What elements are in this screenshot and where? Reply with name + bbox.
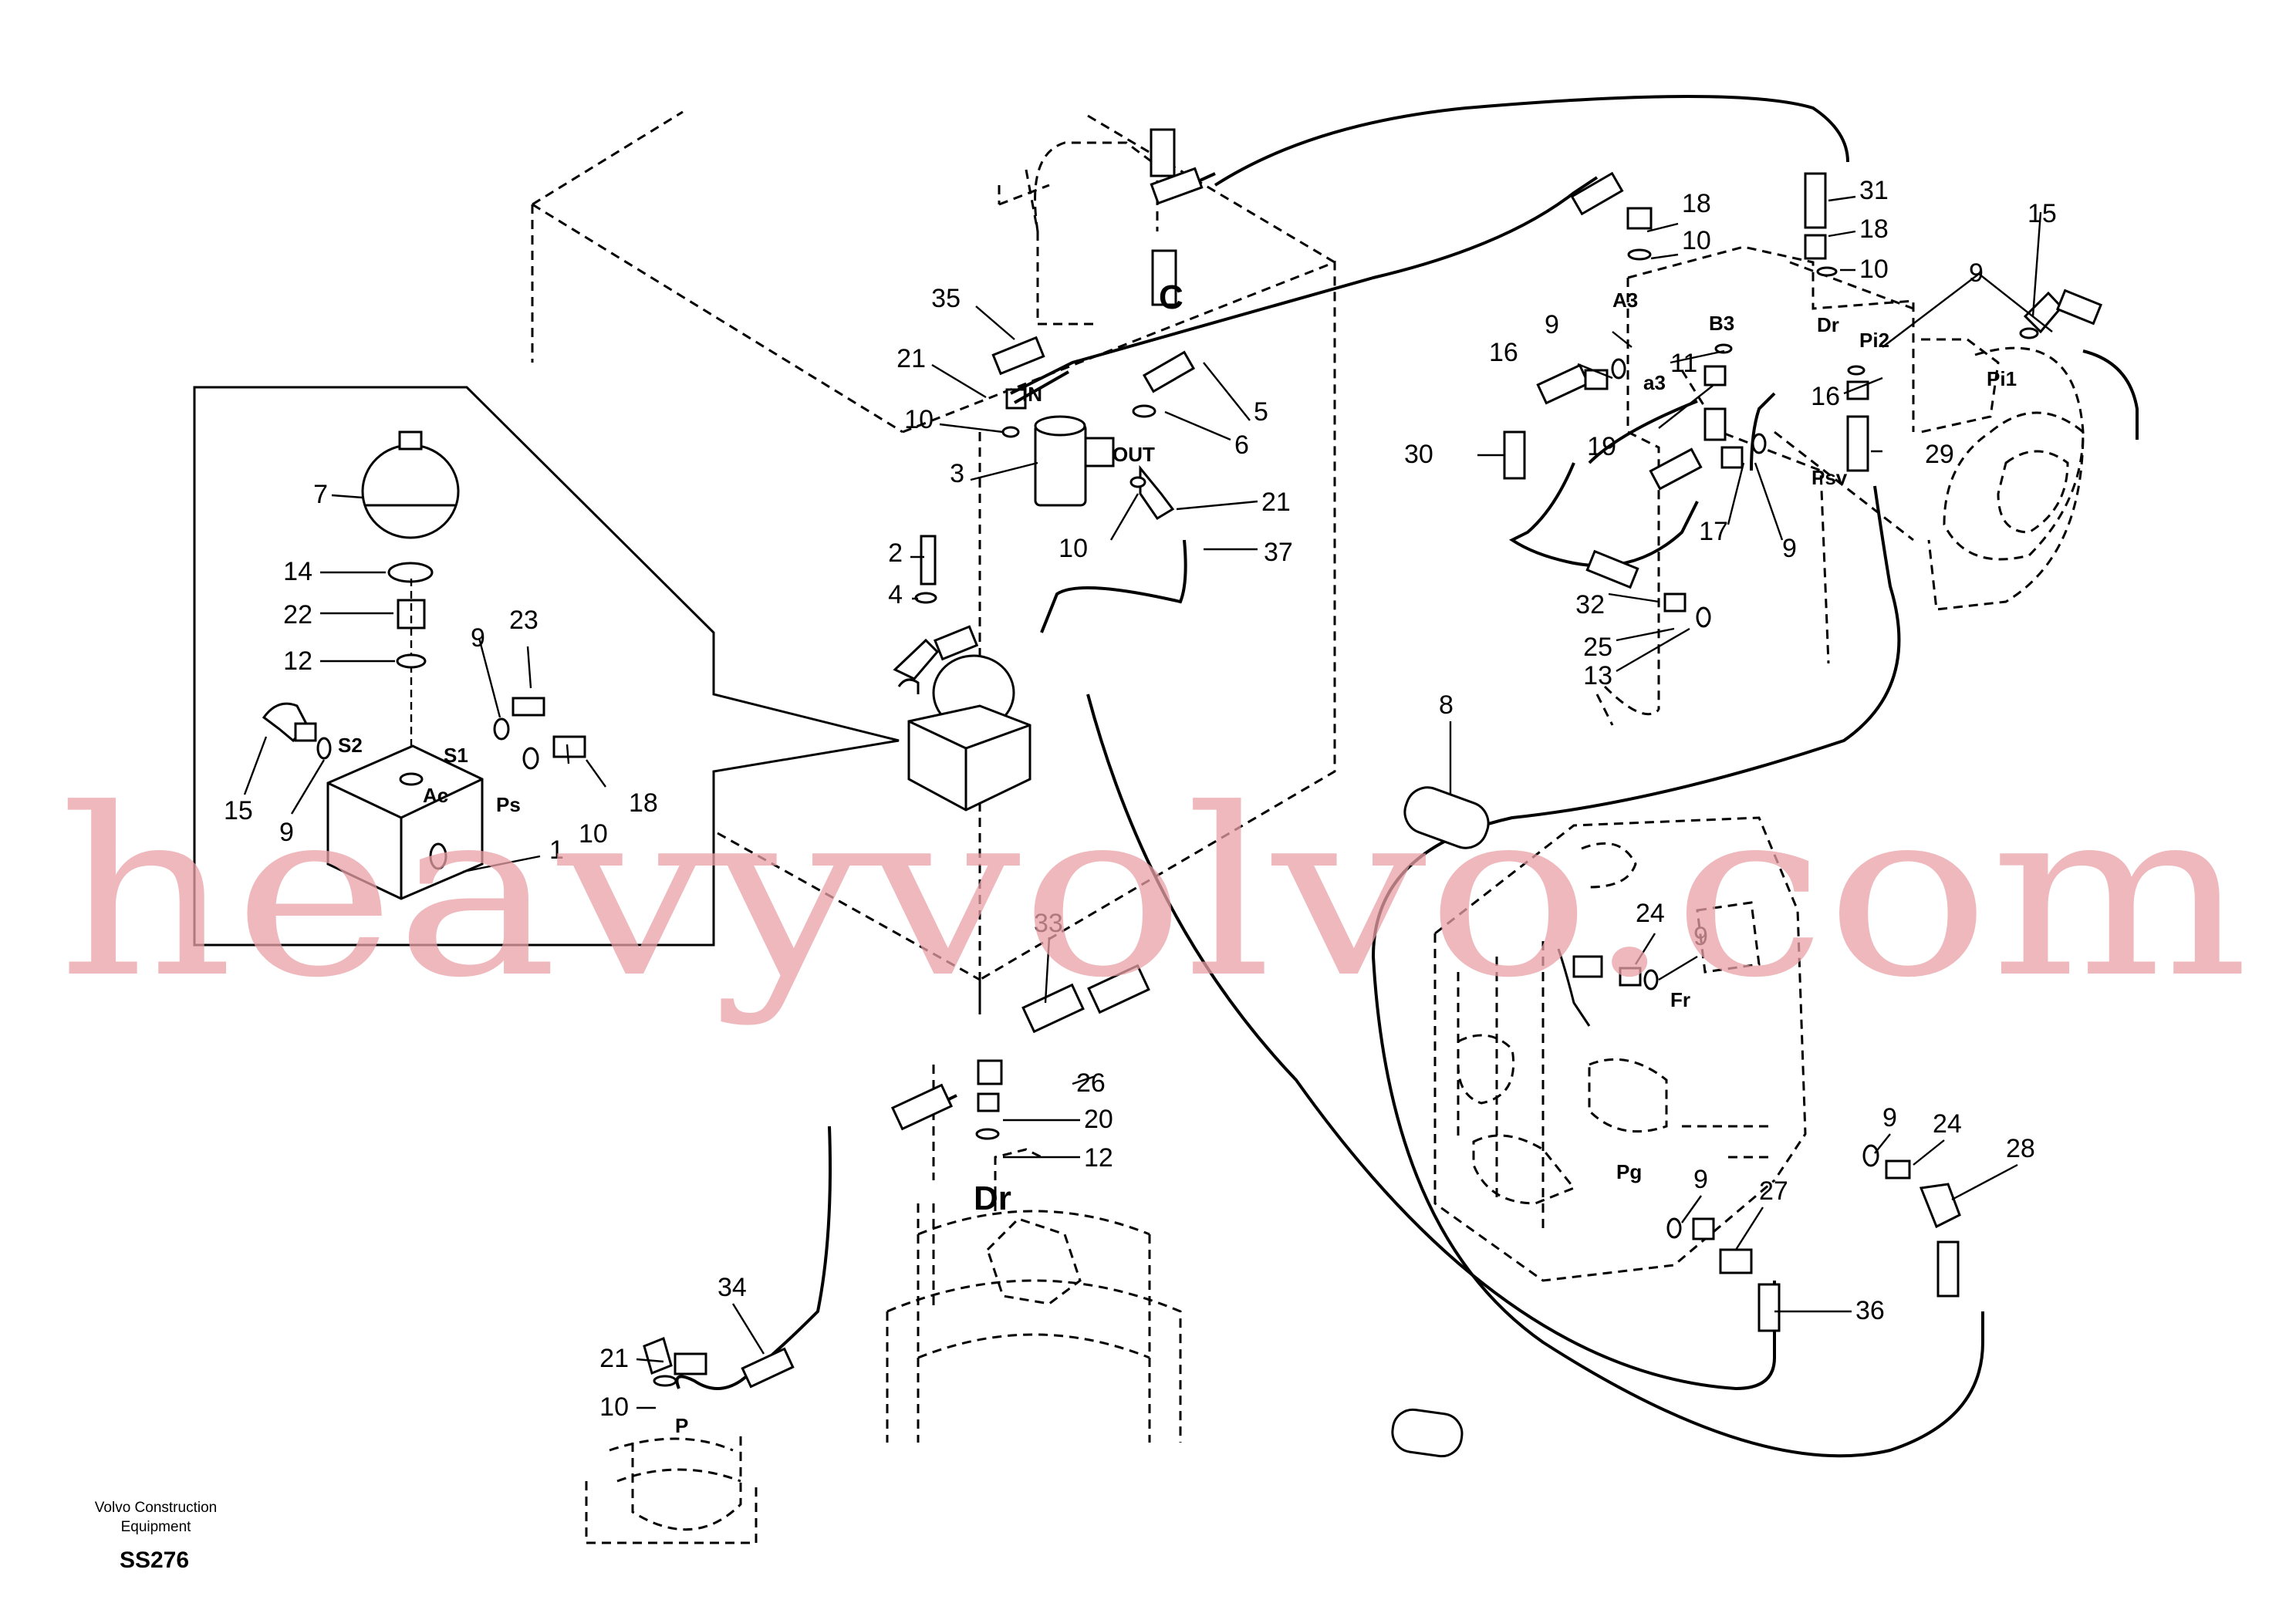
callout-labels: 35 21 10 3 2 4 5 6 21 10 37 18 10 31 18 … — [224, 176, 2057, 1422]
callout: 17 — [1699, 517, 1728, 546]
callout: 20 — [1084, 1105, 1113, 1134]
callout: 31 — [1859, 176, 1889, 205]
callout: 2 — [888, 538, 903, 568]
port-label: C — [1159, 278, 1183, 316]
callout: 9 — [1545, 310, 1559, 339]
port-label: P — [675, 1414, 688, 1437]
callout: 1 — [549, 835, 564, 865]
port-label: Pi1 — [1987, 367, 2017, 390]
callout: 10 — [579, 819, 608, 849]
bolt-2 — [920, 535, 937, 586]
callout: 15 — [224, 796, 253, 825]
port-labels: C IN OUT A3 B3 a3 Psv Dr Pi2 Pi1 S2 S1 A… — [338, 278, 2017, 1437]
callout: 16 — [1811, 382, 1840, 411]
callout: 7 — [313, 480, 328, 509]
callout: 4 — [888, 580, 903, 609]
port-label: S1 — [444, 744, 468, 767]
callout: 9 — [1782, 534, 1797, 563]
callout: 9 — [279, 818, 294, 847]
accumulator-body — [361, 444, 460, 539]
port-label: Pg — [1616, 1160, 1642, 1183]
port-label: a3 — [1643, 371, 1666, 394]
port-label: IN — [1022, 383, 1042, 406]
callout: 24 — [1636, 899, 1665, 928]
port-label: Pi2 — [1859, 329, 1889, 352]
callout: 36 — [1855, 1296, 1885, 1325]
port-label: A3 — [1612, 289, 1638, 312]
drawing-code: SS276 — [120, 1547, 189, 1573]
callout: 25 — [1583, 633, 1612, 662]
port-label: S2 — [338, 734, 363, 757]
callout: 13 — [1583, 661, 1612, 690]
port-label: OUT — [1113, 443, 1155, 466]
callout: 10 — [1682, 226, 1711, 255]
callout: 9 — [1969, 258, 1984, 288]
port-label: Fr — [1670, 988, 1690, 1011]
callout: 11 — [1670, 349, 1697, 378]
company-name-line2: Equipment — [121, 1519, 192, 1535]
callout: 16 — [1489, 338, 1518, 367]
callout: 9 — [1693, 922, 1708, 951]
callout: 35 — [931, 284, 961, 313]
callout: 14 — [283, 557, 312, 586]
callout: 12 — [1084, 1143, 1113, 1173]
callout: 9 — [471, 623, 485, 653]
callout: 6 — [1234, 430, 1249, 460]
callout: 34 — [718, 1273, 747, 1302]
port-label: B3 — [1709, 312, 1734, 335]
machine-outline — [531, 110, 2085, 1544]
callout: 30 — [1404, 440, 1433, 469]
callout: 24 — [1933, 1109, 1962, 1139]
callout: 18 — [1859, 214, 1889, 244]
callout: 23 — [509, 606, 539, 635]
watermark: heavyvolvo.com — [58, 759, 2249, 1028]
port-label: Dr — [974, 1180, 1011, 1217]
callout: 10 — [599, 1392, 629, 1422]
leader-lines — [243, 195, 2053, 1409]
callout: 29 — [1925, 440, 1954, 469]
callout: 18 — [1682, 189, 1711, 218]
fittings — [643, 128, 2103, 1458]
callout: 37 — [1264, 538, 1293, 567]
callout: 21 — [1261, 488, 1291, 517]
components — [893, 350, 1196, 812]
accumulator-cap — [398, 430, 423, 451]
callout: 26 — [1076, 1068, 1106, 1098]
company-name-line1: Volvo Construction — [95, 1500, 217, 1516]
callout: 32 — [1575, 590, 1605, 619]
callout: 9 — [1693, 1165, 1708, 1194]
callout: 5 — [1254, 397, 1268, 427]
callout: 12 — [283, 646, 312, 676]
callout: 22 — [283, 600, 312, 629]
callout: 10 — [904, 405, 934, 434]
port-label: Ps — [496, 793, 521, 816]
filter-3 — [1034, 423, 1087, 507]
valve-block-1 — [907, 704, 1032, 812]
callout: 28 — [2006, 1134, 2035, 1163]
callout: 10 — [1059, 534, 1088, 563]
callout: 9 — [1882, 1103, 1897, 1132]
callout: 3 — [950, 459, 964, 488]
port-label: Psv — [1811, 466, 1848, 489]
port-label: Dr — [1817, 313, 1839, 336]
callout: 18 — [629, 788, 658, 818]
callout: 15 — [2028, 199, 2057, 228]
callout: 27 — [1759, 1176, 1788, 1206]
callout: 10 — [1859, 255, 1889, 284]
hoses — [675, 95, 2139, 1458]
port-label: Ac — [423, 784, 448, 807]
grommet-8 — [1391, 1408, 1464, 1458]
callout: 19 — [1587, 432, 1616, 461]
callout: 33 — [1034, 909, 1063, 938]
detail-inset — [193, 386, 900, 947]
callout: 21 — [599, 1344, 629, 1373]
callout: 21 — [896, 344, 926, 373]
callout: 8 — [1439, 690, 1454, 720]
